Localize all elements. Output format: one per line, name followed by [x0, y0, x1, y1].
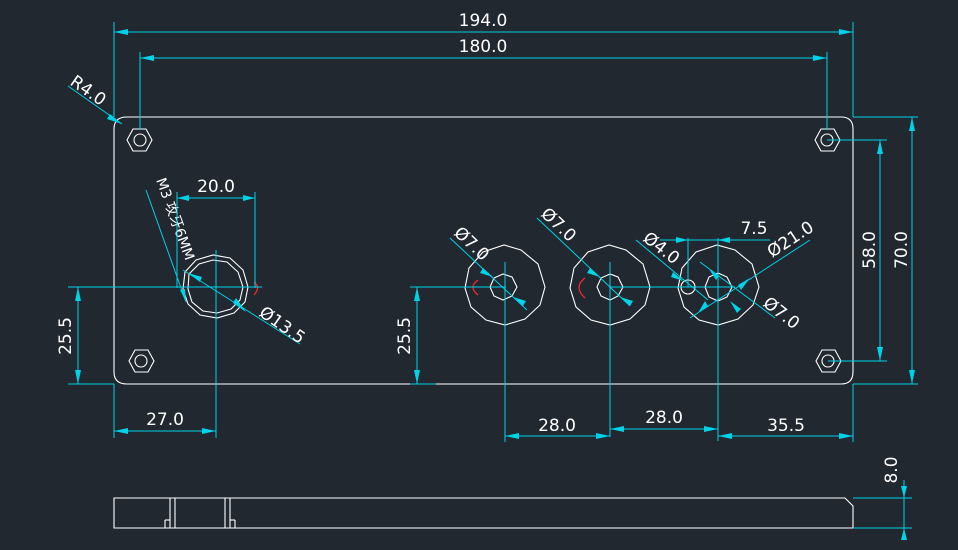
- dim-pitch-2: 28.0: [610, 408, 718, 432]
- dim-text-right-offset: 35.5: [767, 416, 805, 436]
- dim-hole-spacing: 180.0: [139, 37, 828, 130]
- dim-text-left-hole-offset: 20.0: [197, 177, 235, 197]
- dim-hole1-dia: Ø7.0: [450, 223, 528, 311]
- dim-left-hole-height: 25.5: [56, 287, 114, 385]
- plate-outline: [113, 116, 854, 385]
- dim-small-hole-dia: Ø4.0: [635, 228, 709, 301]
- dim-text-left-hole-height: 25.5: [56, 317, 76, 355]
- dim-text-pitch-1: 28.0: [538, 416, 576, 436]
- dim-text-small-hole-offset: 7.5: [740, 219, 767, 239]
- dim-thickness: 8.0: [853, 456, 912, 540]
- dim-text-hole-spacing: 180.0: [459, 37, 508, 57]
- dim-small-hole-offset: 7.5: [660, 219, 770, 287]
- left-hole-centerlines: [68, 250, 262, 438]
- dim-overall-width: 194.0: [113, 11, 854, 117]
- mount-hole-top-left: [126, 128, 153, 152]
- dim-text-thickness: 8.0: [882, 456, 902, 483]
- dim-text-pitch-2: 28.0: [645, 408, 683, 428]
- dim-text-hole2-dia: Ø7.0: [537, 204, 580, 246]
- dim-center-hole-dia: Ø7.0: [699, 261, 803, 334]
- dim-text-small-hole-dia: Ø4.0: [639, 228, 683, 269]
- dim-text-left-hole-dia: Ø13.5: [255, 303, 308, 349]
- dim-pitch-1: 28.0: [505, 416, 610, 439]
- dim-thread-note: M3 攻牙6MM: [145, 176, 197, 303]
- dim-left-hole-dia: Ø13.5: [182, 269, 309, 349]
- dim-overall-height: 70.0: [853, 116, 918, 385]
- dim-text-center-hole-dia: Ø7.0: [759, 293, 803, 334]
- dim-right-offset: 35.5: [718, 384, 854, 442]
- dim-mount-height: 58.0: [827, 139, 887, 362]
- dim-text-corner-radius: R4.0: [66, 72, 109, 111]
- side-view: [113, 497, 854, 529]
- dim-text-thread-note: M3 攻牙6MM: [152, 176, 197, 263]
- mount-hole-bottom-left: [128, 349, 155, 373]
- dim-text-mount-height: 58.0: [860, 231, 880, 269]
- dim-mid-hole-height: 25.5: [395, 287, 436, 385]
- dim-text-overall-height: 70.0: [892, 231, 912, 269]
- dim-left-hole-offset: 20.0: [176, 177, 256, 288]
- hole-group-centerlines: [504, 262, 719, 442]
- dim-left-hole-x: 27.0: [113, 384, 216, 438]
- hole-2: [569, 244, 651, 326]
- dim-text-overall-width: 194.0: [459, 11, 508, 31]
- dim-text-left-hole-x: 27.0: [146, 410, 184, 430]
- dim-text-mid-hole-height: 25.5: [395, 317, 415, 355]
